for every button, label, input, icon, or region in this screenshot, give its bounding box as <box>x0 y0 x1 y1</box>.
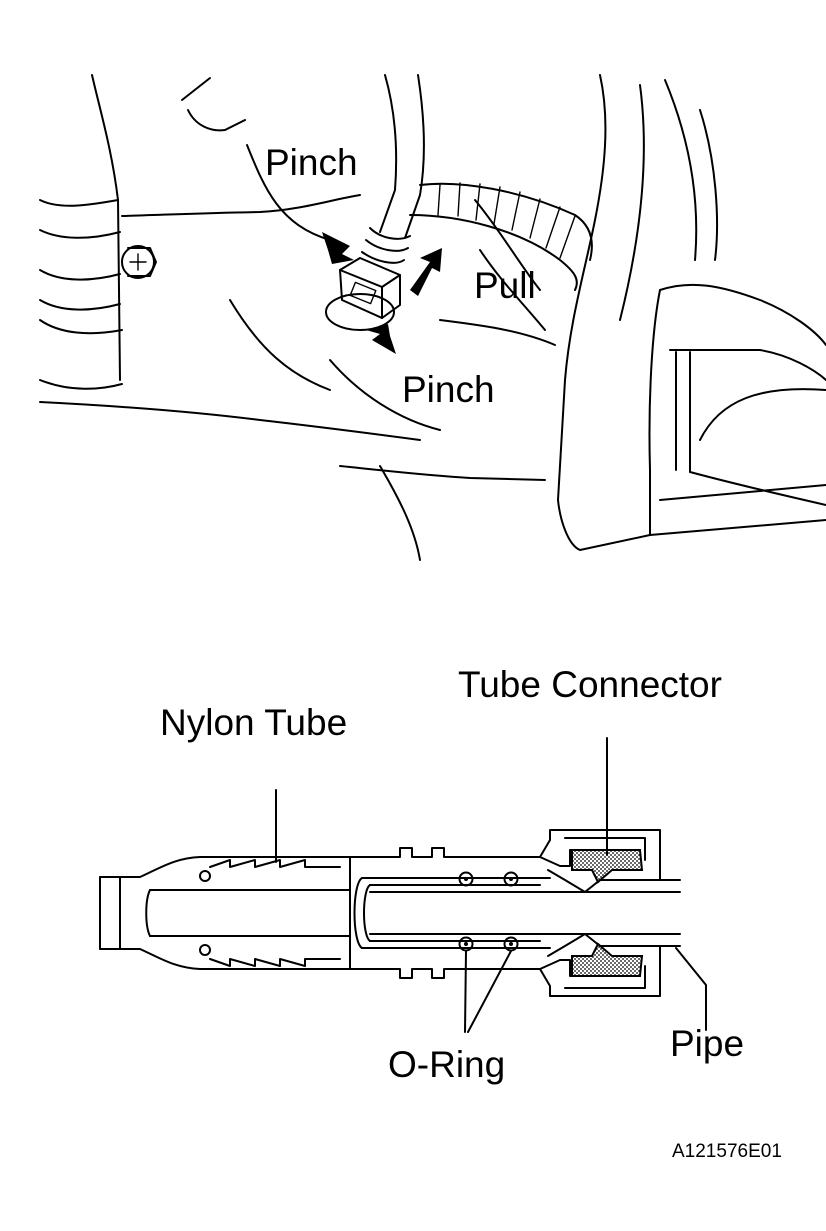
label-pipe: Pipe <box>670 1023 744 1064</box>
label-pull: Pull <box>474 265 536 306</box>
label-pinch-upper: Pinch <box>265 142 358 183</box>
tube-connector-lower-insert <box>571 942 644 977</box>
label-nylon-tube: Nylon Tube <box>160 702 347 743</box>
engine-bay-illustration <box>39 74 826 561</box>
figure-id: A121576E01 <box>672 1141 782 1162</box>
pinch-arrow-lower <box>366 324 396 354</box>
o-ring-2-top <box>503 871 519 887</box>
label-o-ring: O-Ring <box>388 1044 505 1085</box>
o-ring-1-top <box>458 871 474 887</box>
pinch-arrow-upper <box>322 232 354 264</box>
label-tube-connector: Tube Connector <box>458 664 722 705</box>
tube-connector-upper-insert <box>571 849 644 884</box>
label-pinch-lower: Pinch <box>402 369 495 410</box>
pull-arrow <box>410 248 442 296</box>
connector-cross-section <box>99 737 707 1033</box>
